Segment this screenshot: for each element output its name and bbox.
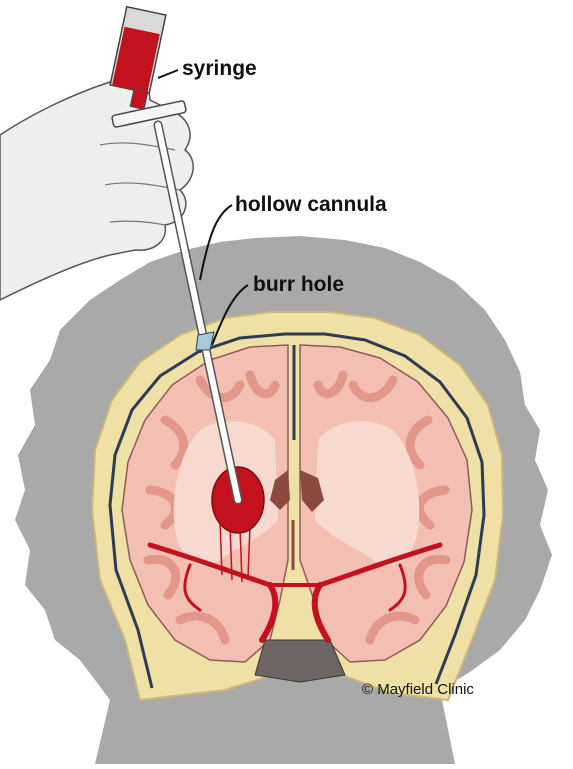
- burr-hole-label: burr hole: [253, 274, 344, 295]
- syringe-leader: [158, 70, 178, 78]
- copyright-credit: © Mayfield Clinic: [362, 682, 474, 697]
- brainstem: [255, 640, 345, 682]
- hollow-cannula-label: hollow cannula: [235, 194, 387, 215]
- syringe-label: syringe: [182, 58, 257, 79]
